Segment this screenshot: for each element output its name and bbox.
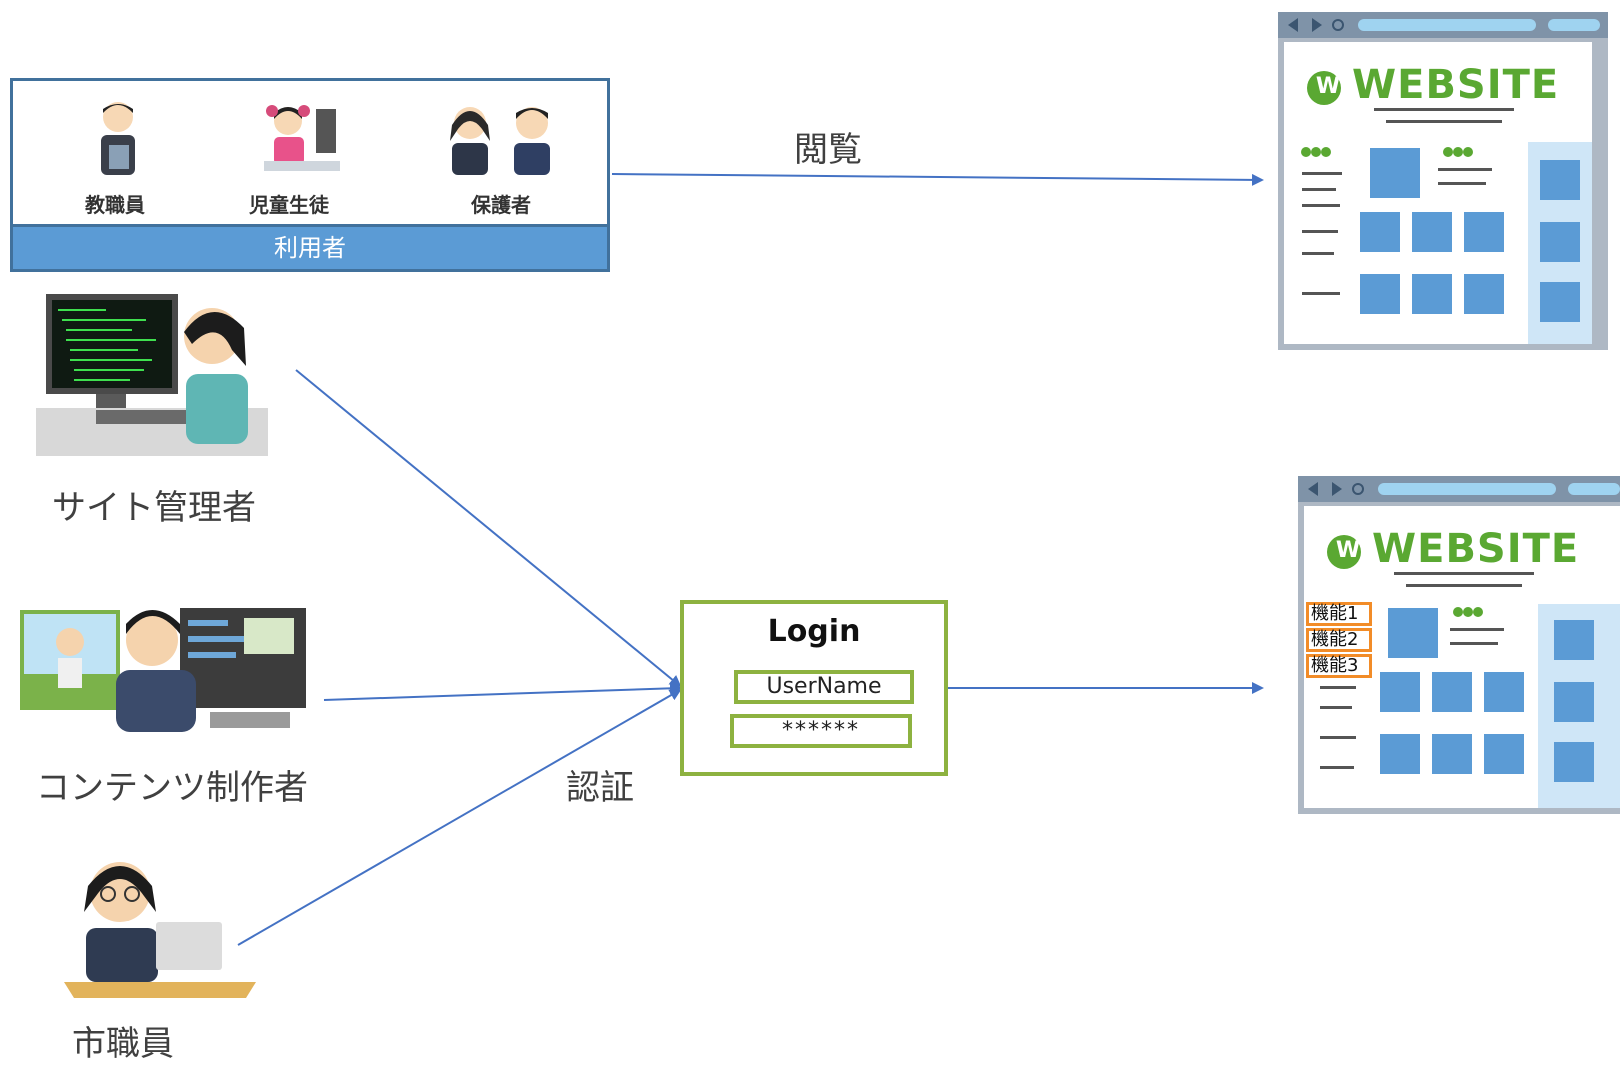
public-website: W WEBSITE xyxy=(1278,12,1608,350)
site-admin-label: サイト管理者 xyxy=(52,488,256,528)
content-creator-illustration xyxy=(20,608,306,732)
arrow-staff-to-login xyxy=(237,689,682,946)
users-title-bar: 利用者 xyxy=(13,224,607,269)
member-label: 児童生徒 xyxy=(249,193,329,217)
login-title: Login xyxy=(767,614,861,649)
auth-label: 認証 xyxy=(566,768,634,808)
website-logo-icon: W xyxy=(1315,74,1341,99)
users-group: 教職員 児童生徒 保護者 利用者 xyxy=(10,78,610,272)
username-field[interactable]: UserName xyxy=(734,670,914,704)
site-admin-illustration xyxy=(36,294,268,456)
feature-item-3[interactable]: 機能3 xyxy=(1306,654,1372,678)
guardians-illustration xyxy=(450,107,550,175)
teacher-illustration xyxy=(101,102,135,175)
browse-label: 閲覧 xyxy=(794,130,862,170)
browser-window xyxy=(1278,12,1608,350)
website-logo-icon: W xyxy=(1335,538,1361,563)
arrow-creator-to-login xyxy=(323,682,682,701)
browser-window xyxy=(1298,476,1620,814)
password-field[interactable]: ****** xyxy=(730,714,912,748)
admin-website: W WEBSITE 機能1 機能2 機能3 xyxy=(1298,476,1620,814)
student-illustration xyxy=(264,105,340,171)
arrow-admin-to-login xyxy=(295,369,682,688)
content-creator-label: コンテンツ制作者 xyxy=(36,768,308,808)
city-staff-label: 市職員 xyxy=(72,1024,174,1064)
member-label: 教職員 xyxy=(85,193,145,217)
city-staff-illustration xyxy=(64,862,256,998)
arrow-browse xyxy=(611,173,1264,186)
login-form: Login UserName ****** xyxy=(680,600,948,776)
feature-menu: 機能1 機能2 機能3 xyxy=(1306,602,1372,678)
feature-item-1[interactable]: 機能1 xyxy=(1306,602,1372,626)
website-logo-text: WEBSITE xyxy=(1372,526,1580,572)
member-label: 保護者 xyxy=(471,193,531,217)
website-logo-text: WEBSITE xyxy=(1352,62,1560,108)
feature-item-2[interactable]: 機能2 xyxy=(1306,628,1372,652)
